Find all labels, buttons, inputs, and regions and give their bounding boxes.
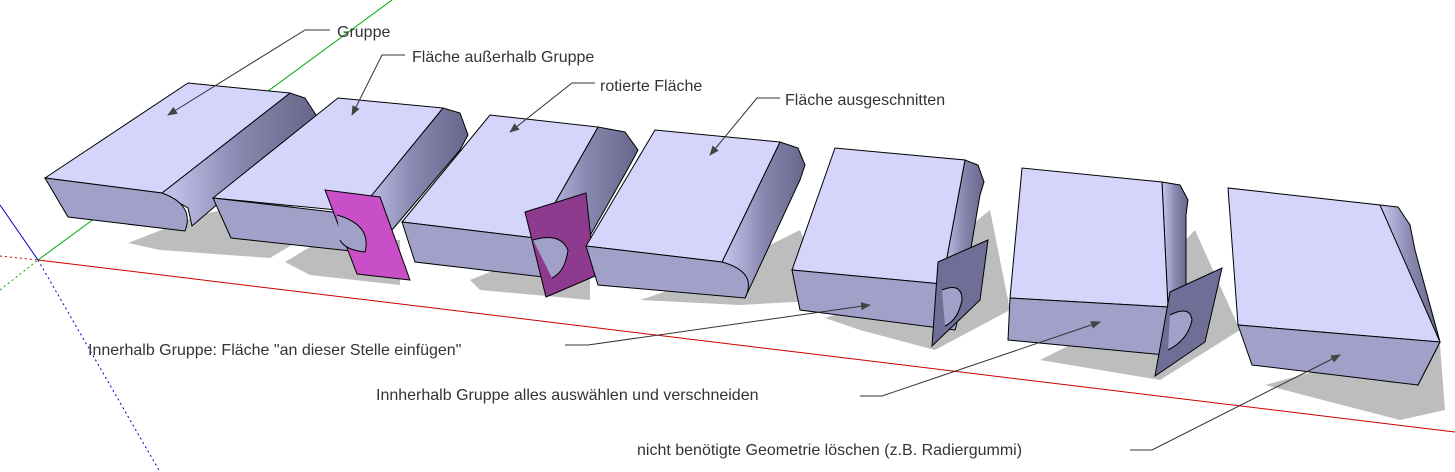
- block-7-final[interactable]: [1227, 187, 1441, 387]
- block-3-rotated-face[interactable]: [401, 114, 639, 298]
- block-5-paste-in-place[interactable]: [791, 147, 989, 348]
- blue-axis: [0, 204, 39, 261]
- green-axis-negative: [0, 259, 39, 291]
- blue-axis-negative: [37, 259, 161, 472]
- label-gruppe: Gruppe: [337, 24, 390, 41]
- block-2-face-outside[interactable]: [211, 97, 469, 281]
- block-6-intersect[interactable]: [1007, 167, 1223, 378]
- label-geometrie-loeschen: nicht benötigte Geometrie löschen (z.B. …: [637, 442, 1022, 459]
- label-alles-verschneiden: Innherhalb Gruppe alles auswählen und ve…: [376, 387, 758, 404]
- label-flaeche-ausgeschnitten: Fläche ausgeschnitten: [785, 92, 945, 109]
- red-axis-negative: [0, 255, 39, 261]
- block-4-face-cut[interactable]: [585, 129, 806, 300]
- leader-lines: [167, 29, 1341, 451]
- label-rotierte-flaeche: rotierte Fläche: [600, 78, 702, 95]
- label-flaeche-ausserhalb: Fläche außerhalb Gruppe: [412, 49, 594, 66]
- red-axis: [37, 259, 1455, 433]
- block-1-group[interactable]: [43, 82, 317, 232]
- label-innerhalb-einfuegen: Innerhalb Gruppe: Fläche "an dieser Stel…: [88, 342, 461, 359]
